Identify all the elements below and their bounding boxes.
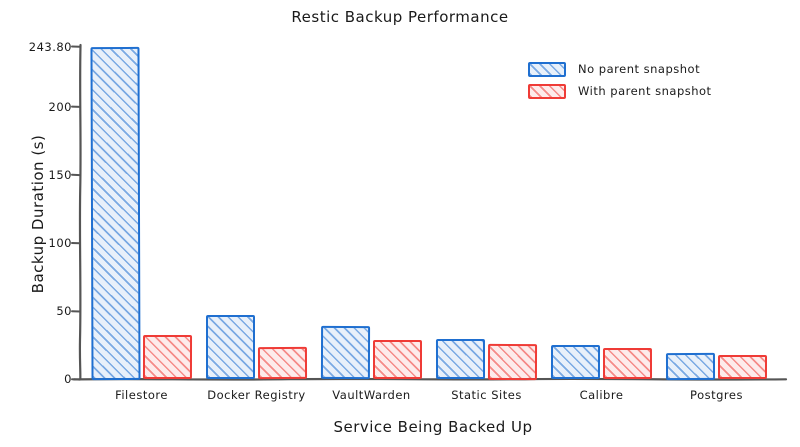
x-tick-docker-registry: Docker Registry — [207, 388, 306, 402]
bar-static-sites-with-parent — [487, 343, 538, 380]
bar-vaultwarden-with-parent — [373, 339, 422, 380]
x-tick-filestore: Filestore — [115, 388, 168, 402]
legend-label: With parent snapshot — [578, 84, 712, 98]
legend-label: No parent snapshot — [578, 62, 701, 76]
y-axis-spine — [78, 43, 82, 381]
bar-calibre-with-parent — [602, 347, 653, 380]
x-tick-static-sites: Static Sites — [451, 388, 522, 402]
bar-docker-registry-with-parent — [257, 346, 308, 380]
legend: No parent snapshot With parent snapshot — [528, 58, 712, 102]
x-tick-vaultwarden: VaultWarden — [332, 388, 411, 402]
bar-vaultwarden-no-parent — [320, 326, 371, 380]
x-tick-calibre: Calibre — [579, 388, 624, 402]
chart-title: Restic Backup Performance — [291, 8, 509, 26]
legend-item-no-parent-snapshot[interactable]: No parent snapshot — [528, 58, 712, 80]
x-tick-postgres: Postgres — [690, 388, 743, 402]
bar-static-sites-no-parent — [435, 339, 486, 380]
y-tick-marks — [71, 45, 81, 381]
blue-hatched-swatch-icon — [528, 61, 566, 77]
bar-docker-registry-no-parent — [206, 314, 255, 380]
x-axis-label: Service Being Backed Up — [333, 418, 533, 436]
red-hatched-swatch-icon — [528, 83, 566, 99]
bar-postgres-with-parent — [717, 355, 768, 380]
x-axis-spine — [72, 377, 788, 381]
bar-filestore-no-parent — [90, 46, 141, 380]
bar-calibre-no-parent — [550, 345, 601, 380]
bar-postgres-no-parent — [665, 352, 716, 380]
legend-item-with-parent-snapshot[interactable]: With parent snapshot — [528, 80, 712, 102]
bar-filestore-with-parent — [142, 335, 193, 380]
